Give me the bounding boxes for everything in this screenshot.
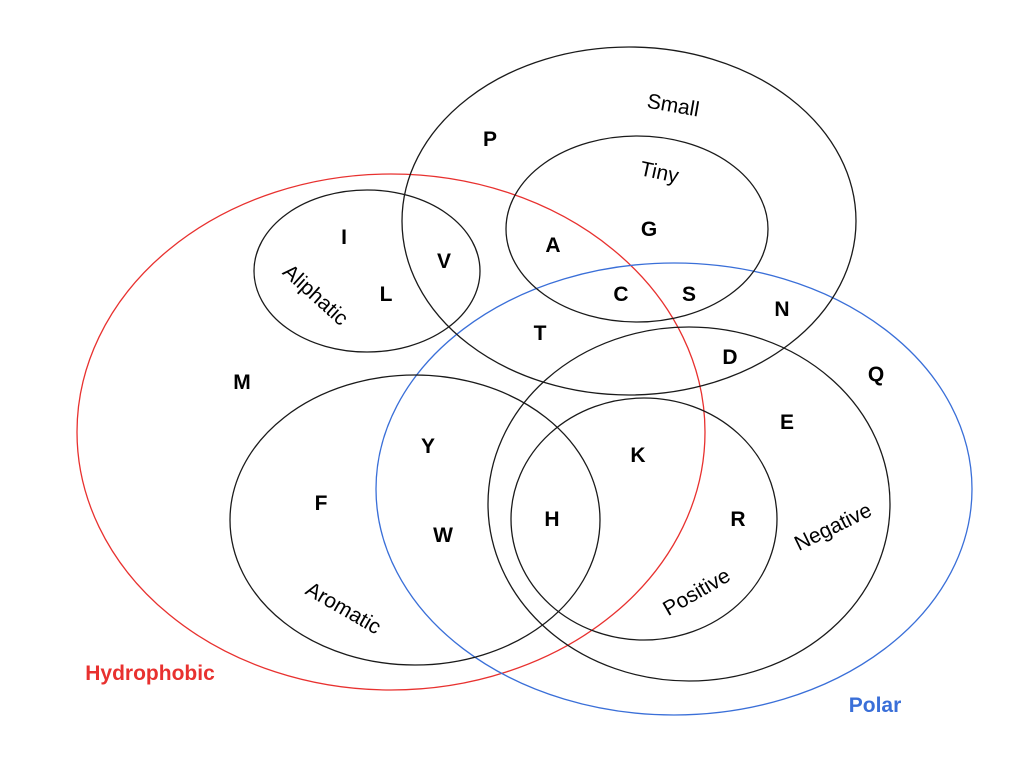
amino-acid-k: K: [630, 444, 645, 467]
amino-acid-c: C: [613, 283, 628, 306]
amino-acid-v: V: [437, 250, 451, 273]
negative-set-outline: [487, 326, 891, 682]
amino-acid-e: E: [780, 411, 794, 434]
amino-acid-i: I: [341, 226, 347, 249]
amino-acid-r: R: [730, 508, 745, 531]
positive-set-outline: [510, 397, 778, 641]
negative-label: Negative: [791, 499, 876, 556]
amino-acid-y: Y: [421, 435, 435, 458]
aliphatic-set-outline: [253, 189, 481, 353]
amino-acid-h: H: [544, 508, 559, 531]
aliphatic-label: Aliphatic: [278, 260, 352, 330]
hydrophobic-set-outline: [76, 173, 706, 691]
amino-acid-f: F: [315, 492, 328, 515]
polar-set-outline: [375, 262, 973, 716]
amino-acid-s: S: [682, 283, 696, 306]
positive-label: Positive: [659, 564, 734, 621]
amino-acid-n: N: [774, 298, 789, 321]
amino-acid-l: L: [380, 283, 393, 306]
aromatic-set-outline: [229, 374, 601, 666]
small-label: Small: [645, 90, 701, 122]
amino-acid-p: P: [483, 128, 497, 151]
aromatic-label: Aromatic: [302, 578, 385, 639]
tiny-set-outline: [505, 135, 769, 323]
amino-acid-a: A: [545, 234, 560, 257]
amino-acid-w: W: [433, 524, 453, 547]
amino-acid-t: T: [534, 322, 547, 345]
amino-acid-d: D: [722, 346, 737, 369]
hydrophobic-label: Hydrophobic: [85, 662, 215, 685]
amino-acid-m: M: [233, 371, 251, 394]
small-set-outline: [401, 46, 857, 396]
polar-label: Polar: [849, 694, 902, 717]
tiny-label: Tiny: [638, 157, 681, 188]
amino-acid-g: G: [641, 218, 657, 241]
amino-acid-q: Q: [868, 363, 884, 386]
